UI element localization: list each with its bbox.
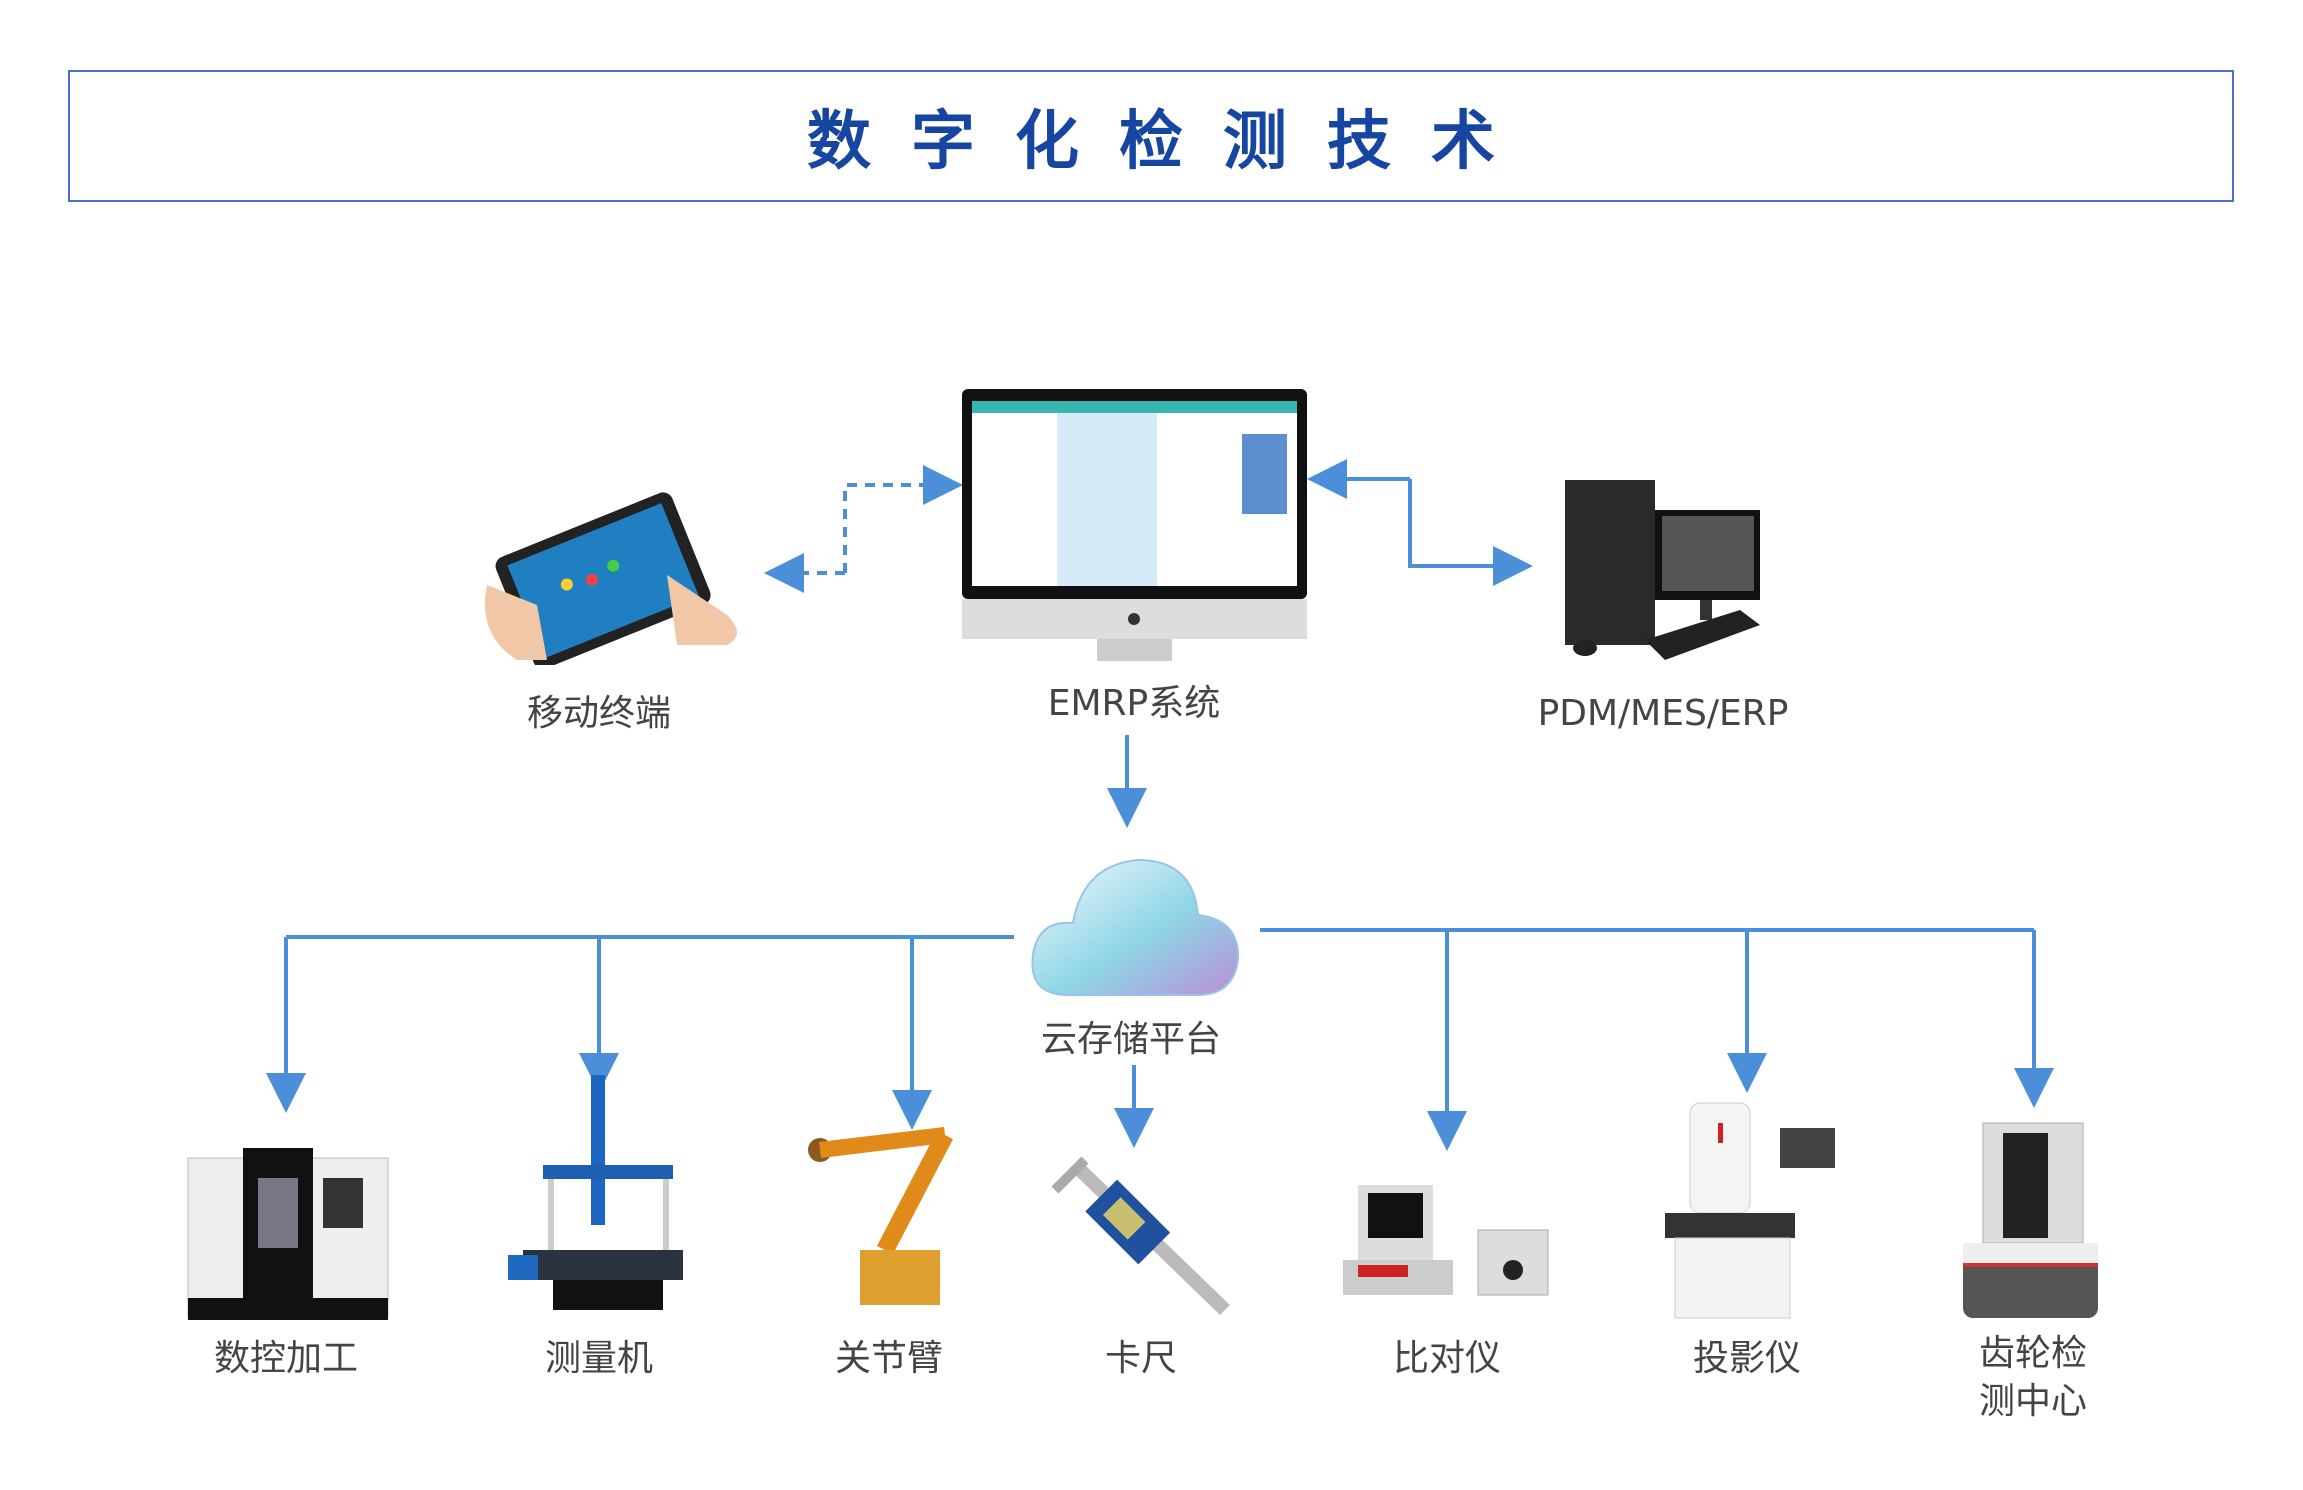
device-label-comparator: 比对仪 (1392, 1338, 1502, 1379)
device-label-cnc: 数控加工 (213, 1338, 359, 1379)
cnc-machine-icon (187, 1148, 389, 1320)
pc-workstation-icon (1565, 480, 1760, 660)
gear-inspection-center-icon (1963, 1122, 2098, 1318)
device-label-gear-line2: 测中心 (1978, 1381, 2088, 1422)
pdm-label: PDM/MES/ERP (1537, 693, 1789, 734)
cloud-label: 云存储平台 (1040, 1019, 1222, 1060)
emrp-monitor-icon (962, 389, 1307, 661)
device-label-cmm: 测量机 (544, 1338, 654, 1379)
title-banner: 数字化检测技术 (68, 70, 2234, 202)
device-label-gear-center: 齿轮检 测中心 (1979, 1330, 2087, 1426)
comparator-icon (1343, 1185, 1549, 1296)
projector-icon (1665, 1102, 1835, 1319)
device-label-projector: 投影仪 (1692, 1338, 1802, 1379)
mobile-label: 移动终端 (526, 693, 672, 734)
page-title: 数字化检测技术 (807, 105, 1535, 179)
mobile-link (843, 465, 963, 573)
device-label-gear-line1: 齿轮检 (1978, 1333, 2088, 1374)
device-label-arm: 关节臂 (834, 1338, 944, 1379)
articulated-arm-icon (808, 1127, 953, 1305)
caliper-icon (1051, 1156, 1230, 1315)
device-label-caliper: 卡尺 (1104, 1338, 1178, 1379)
tablet-icon (485, 492, 737, 665)
cmm-machine-icon (508, 1075, 683, 1310)
cloud-icon (1031, 858, 1240, 996)
emrp-label: EMRP系统 (1047, 683, 1221, 724)
